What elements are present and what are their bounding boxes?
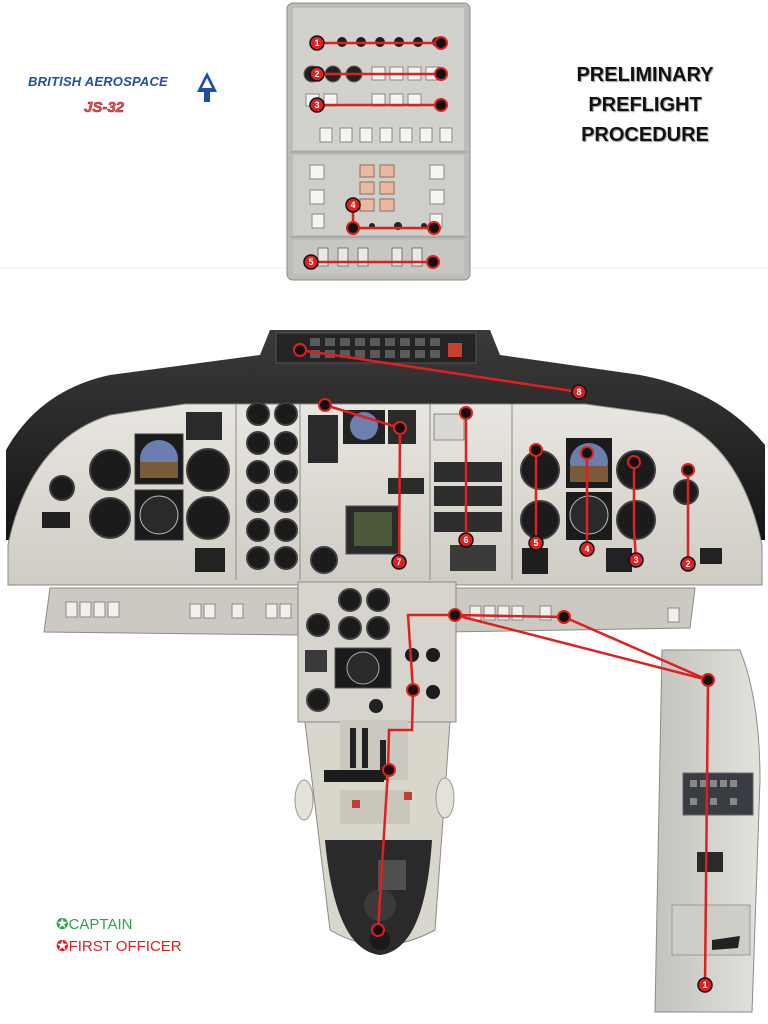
captain-star-icon: ✪ (56, 916, 69, 933)
panel-step-marker-7: 7 (391, 554, 407, 570)
overhead-step-marker-4: 4 (345, 197, 361, 213)
legend-first-officer-label: FIRST OFFICER (68, 938, 182, 955)
legend-first-officer: ✪FIRST OFFICER (56, 937, 182, 955)
overhead-step-label-1: 1 (314, 38, 319, 48)
title-line-2: PREFLIGHT (588, 94, 702, 116)
panel-step-label-5: 5 (533, 538, 538, 548)
overhead-step-marker-2: 2 (309, 66, 325, 82)
overhead-step-marker-5: 5 (303, 254, 319, 270)
title-line-1: PRELIMINARY (576, 64, 714, 86)
overhead-step-label-5: 5 (308, 257, 313, 267)
step-markers: 1 2 3 4 5 2 3 4 5 6 7 8 1 (293, 35, 715, 993)
panel-step-label-6: 6 (463, 535, 468, 545)
title-line-3: PROCEDURE (581, 124, 709, 146)
panel-step-label-4: 4 (584, 544, 589, 554)
side-step-marker-1: 1 (697, 977, 713, 993)
legend-captain: ✪CAPTAIN (56, 915, 132, 933)
overhead-step-label-2: 2 (314, 69, 319, 79)
panel-endpoint-dots (293, 343, 715, 937)
panel-step-label-3: 3 (633, 555, 638, 565)
side-step-label-1: 1 (702, 980, 707, 990)
model-logo-text: JS-32 (84, 99, 125, 117)
overhead-panel (286, 2, 471, 281)
panel-step-marker-6: 6 (458, 532, 474, 548)
aircraft-logo-icon (197, 72, 217, 102)
panel-route-lines (299, 348, 710, 986)
panel-step-marker-2: 2 (680, 556, 696, 572)
panel-step-marker-8: 8 (571, 384, 587, 400)
panel-step-marker-3: 3 (628, 552, 644, 568)
panel-step-label-7: 7 (396, 557, 401, 567)
overhead-step-marker-1: 1 (309, 35, 325, 51)
overhead-endpoint-dots (346, 36, 448, 269)
panel-step-label-2: 2 (685, 559, 690, 569)
overhead-step-label-4: 4 (350, 200, 355, 210)
overhead-step-label-3: 3 (314, 100, 319, 110)
panel-step-marker-4: 4 (579, 541, 595, 557)
brand-logo-text: BRITISH AEROSPACE (28, 74, 168, 89)
legend-captain-label: CAPTAIN (68, 916, 133, 933)
panel-step-label-8: 8 (576, 387, 581, 397)
first-officer-star-icon: ✪ (56, 938, 69, 955)
center-pedestal (294, 581, 457, 955)
panel-step-marker-5: 5 (528, 535, 544, 551)
overhead-step-marker-3: 3 (309, 97, 325, 113)
